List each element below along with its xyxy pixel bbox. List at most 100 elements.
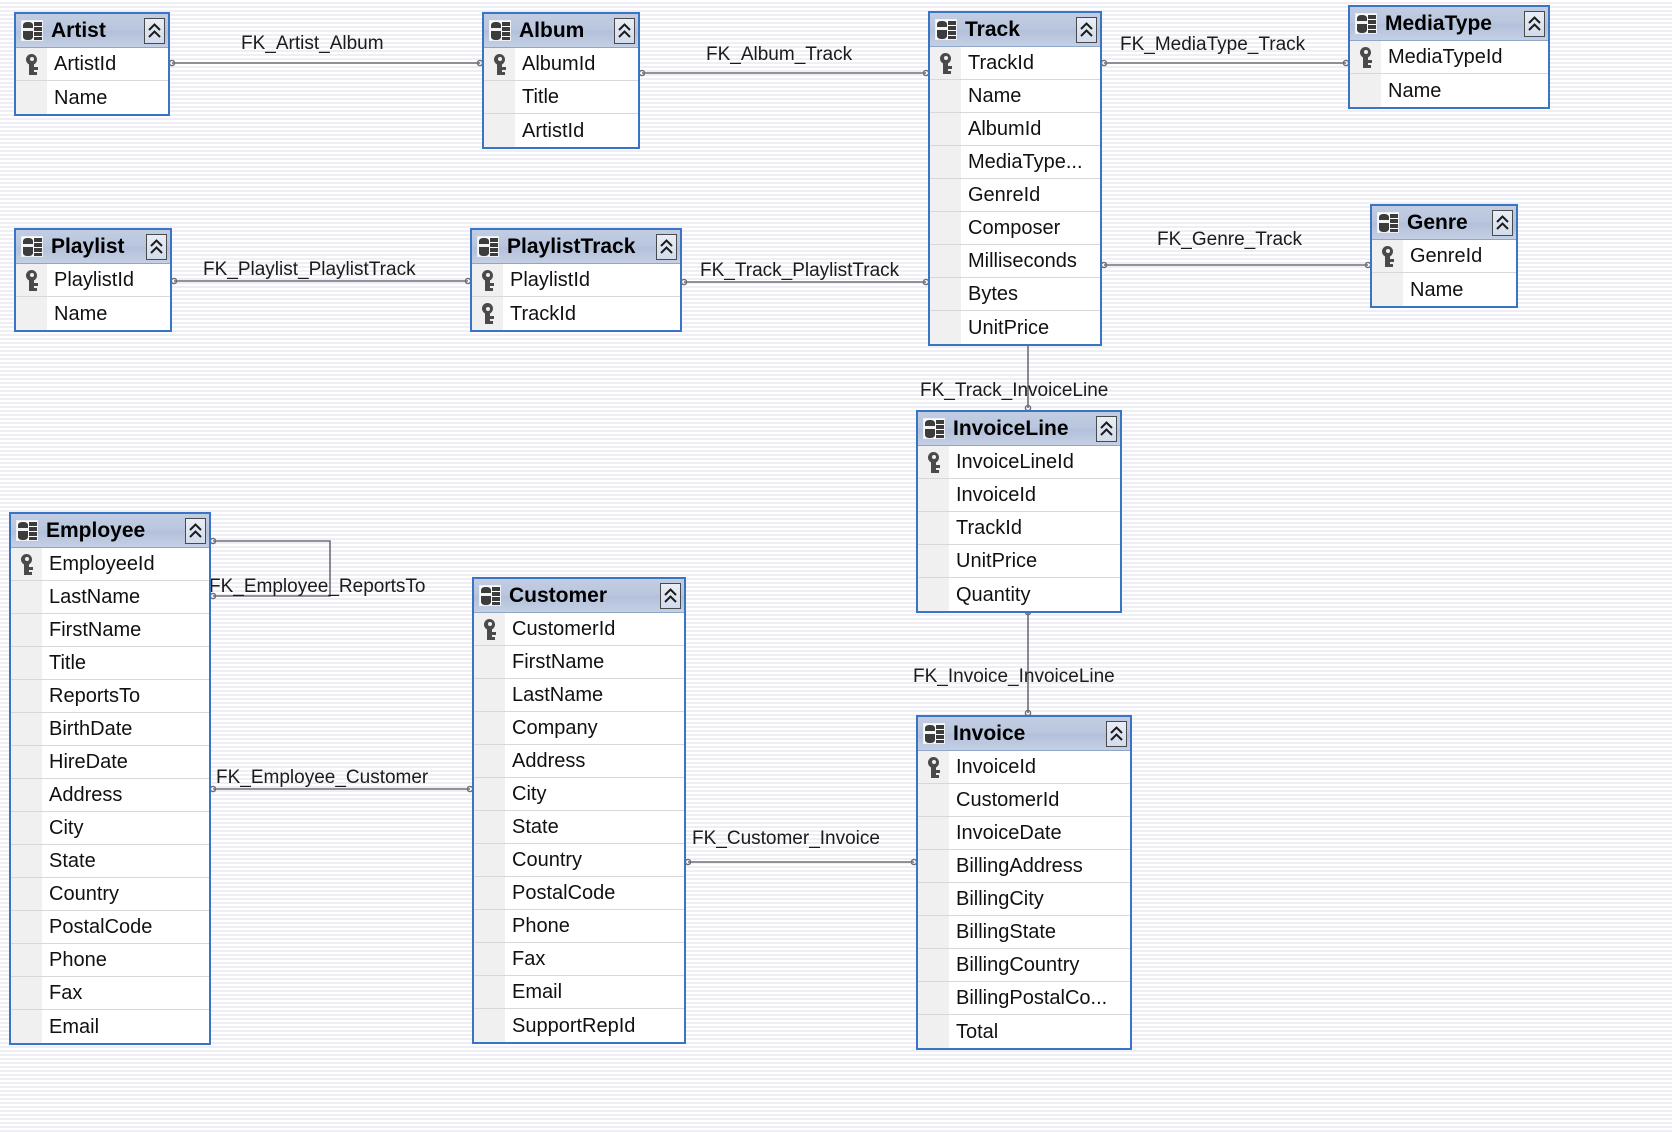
entity-column-row[interactable]: City <box>474 778 684 811</box>
relationship-label[interactable]: FK_Playlist_PlaylistTrack <box>203 259 416 280</box>
entity-header[interactable]: Customer <box>474 579 684 613</box>
entity-column-row[interactable]: TrackId <box>472 297 680 330</box>
entity-column-row[interactable]: Name <box>1350 74 1548 107</box>
entity-column-row[interactable]: Email <box>11 1010 209 1043</box>
entity-header[interactable]: Album <box>484 14 638 48</box>
entity-column-row[interactable]: Quantity <box>918 578 1120 611</box>
entity-column-row[interactable]: Total <box>918 1015 1130 1048</box>
collapse-toggle-button[interactable] <box>1492 209 1513 236</box>
entity-column-row[interactable]: Email <box>474 976 684 1009</box>
entity-column-row[interactable]: GenreId <box>930 179 1100 212</box>
entity-column-row[interactable]: BillingAddress <box>918 850 1130 883</box>
entity-column-row[interactable]: BillingState <box>918 916 1130 949</box>
entity-column-row[interactable]: ArtistId <box>16 48 168 81</box>
entity-column-row[interactable]: Country <box>474 844 684 877</box>
entity-column-row[interactable]: Milliseconds <box>930 245 1100 278</box>
entity-header[interactable]: Genre <box>1372 206 1516 240</box>
collapse-toggle-button[interactable] <box>146 233 167 260</box>
entity-column-row[interactable]: LastName <box>11 581 209 614</box>
entity-column-row[interactable]: TrackId <box>930 47 1100 80</box>
relationship-label[interactable]: FK_Track_InvoiceLine <box>920 380 1109 401</box>
entity-column-row[interactable]: Bytes <box>930 278 1100 311</box>
entity-column-row[interactable]: PostalCode <box>11 911 209 944</box>
collapse-toggle-button[interactable] <box>1106 720 1127 747</box>
entity-column-row[interactable]: BillingCity <box>918 883 1130 916</box>
collapse-toggle-button[interactable] <box>660 582 681 609</box>
entity-column-row[interactable]: Address <box>11 779 209 812</box>
entity-column-row[interactable]: CustomerId <box>918 784 1130 817</box>
entity-header[interactable]: Track <box>930 13 1100 47</box>
relationship-label[interactable]: FK_Genre_Track <box>1157 229 1303 250</box>
entity-column-row[interactable]: Fax <box>11 977 209 1010</box>
entity-column-row[interactable]: UnitPrice <box>930 311 1100 344</box>
collapse-toggle-button[interactable] <box>1076 16 1097 43</box>
entity-column-row[interactable]: PlaylistId <box>472 264 680 297</box>
entity-column-row[interactable]: InvoiceId <box>918 479 1120 512</box>
entity-column-row[interactable]: Title <box>484 81 638 114</box>
collapse-toggle-button[interactable] <box>144 17 165 44</box>
entity-column-row[interactable]: AlbumId <box>930 113 1100 146</box>
entity-column-row[interactable]: InvoiceLineId <box>918 446 1120 479</box>
entity-column-row[interactable]: SupportRepId <box>474 1009 684 1042</box>
relationship-label[interactable]: FK_Employee_Customer <box>216 767 429 788</box>
entity-column-row[interactable]: FirstName <box>474 646 684 679</box>
entity-column-row[interactable]: BillingCountry <box>918 949 1130 982</box>
entity-column-row[interactable]: FirstName <box>11 614 209 647</box>
entity-column-row[interactable]: PostalCode <box>474 877 684 910</box>
entity-column-row[interactable]: Name <box>16 297 170 330</box>
entity-column-row[interactable]: InvoiceId <box>918 751 1130 784</box>
entity-column-row[interactable]: Phone <box>474 910 684 943</box>
entity-column-row[interactable]: Name <box>16 81 168 114</box>
entity-column-row[interactable]: ReportsTo <box>11 680 209 713</box>
entity-column-row[interactable]: Company <box>474 712 684 745</box>
entity-column-row[interactable]: Composer <box>930 212 1100 245</box>
collapse-toggle-button[interactable] <box>614 17 635 44</box>
relationship-label[interactable]: FK_Invoice_InvoiceLine <box>913 666 1115 687</box>
entity-column-row[interactable]: Address <box>474 745 684 778</box>
entity-column-row[interactable]: Title <box>11 647 209 680</box>
relationship-label[interactable]: FK_Artist_Album <box>241 33 384 54</box>
entity-column-row[interactable]: MediaType... <box>930 146 1100 179</box>
entity-column-row[interactable]: HireDate <box>11 746 209 779</box>
entity-column-row[interactable]: Name <box>930 80 1100 113</box>
entity-column-row[interactable]: LastName <box>474 679 684 712</box>
entity-column-row[interactable]: Fax <box>474 943 684 976</box>
entity-header[interactable]: MediaType <box>1350 7 1548 41</box>
entity-column-row[interactable]: AlbumId <box>484 48 638 81</box>
entity-column-row[interactable]: InvoiceDate <box>918 817 1130 850</box>
collapse-toggle-button[interactable] <box>1096 415 1117 442</box>
entity-column-row[interactable]: Phone <box>11 944 209 977</box>
entity-header[interactable]: Invoice <box>918 717 1130 751</box>
entity-header[interactable]: PlaylistTrack <box>472 230 680 264</box>
entity-column-row[interactable]: UnitPrice <box>918 545 1120 578</box>
entity-column-row[interactable]: PlaylistId <box>16 264 170 297</box>
entity-column-row[interactable]: CustomerId <box>474 613 684 646</box>
relationship-label[interactable]: FK_Album_Track <box>706 44 853 65</box>
relationship-label[interactable]: FK_Employee_ReportsTo <box>209 576 426 597</box>
entity-column-row[interactable]: City <box>11 812 209 845</box>
entity-header[interactable]: Playlist <box>16 230 170 264</box>
entity-column-row[interactable]: EmployeeId <box>11 548 209 581</box>
entity-header[interactable]: Employee <box>11 514 209 548</box>
relationship-label[interactable]: FK_Customer_Invoice <box>692 828 880 849</box>
entity-header[interactable]: Artist <box>16 14 168 48</box>
relationship-label[interactable]: FK_MediaType_Track <box>1120 34 1306 55</box>
entity-column-row[interactable]: TrackId <box>918 512 1120 545</box>
entity-column-row[interactable]: BillingPostalCo... <box>918 982 1130 1015</box>
entity-column-row[interactable]: Name <box>1372 273 1516 306</box>
entity-column-row[interactable]: State <box>474 811 684 844</box>
entity-header[interactable]: InvoiceLine <box>918 412 1120 446</box>
collapse-toggle-button[interactable] <box>1524 10 1545 37</box>
entity-column-row[interactable]: Country <box>11 878 209 911</box>
